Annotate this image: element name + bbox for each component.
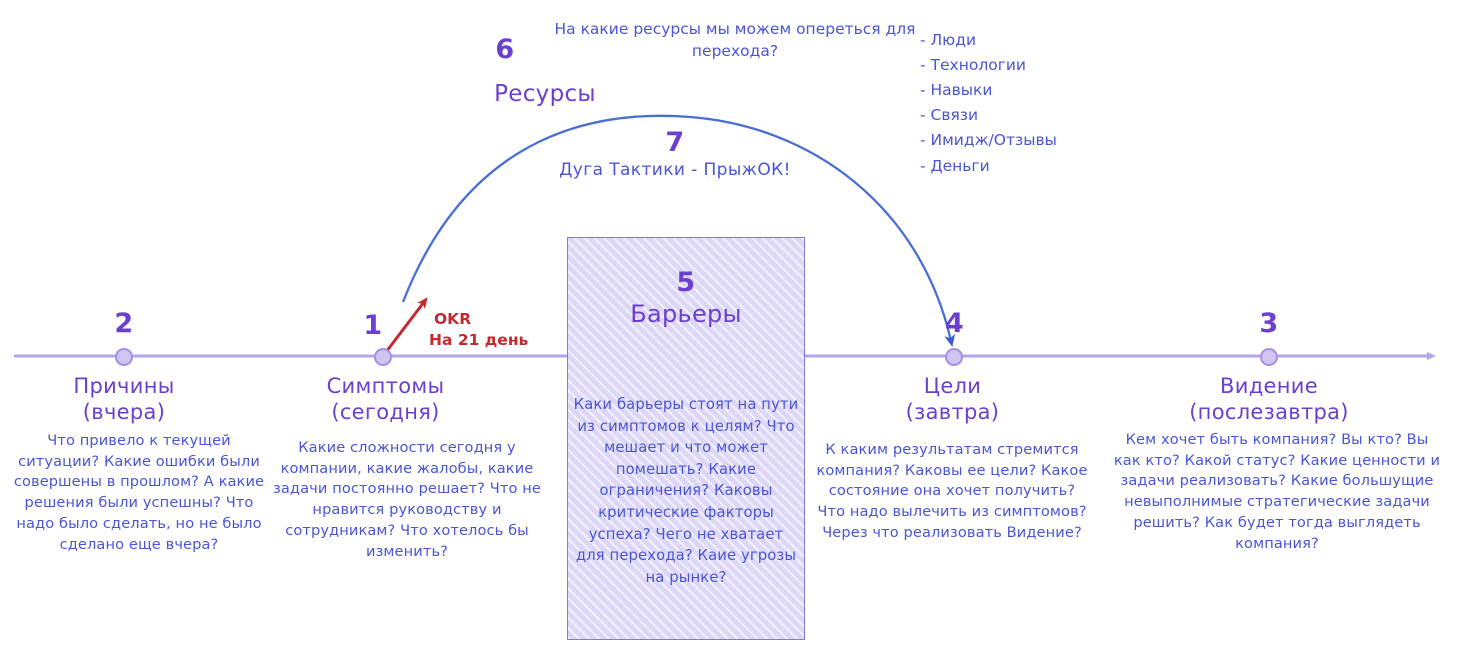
node-number-prichiny: 2: [114, 308, 134, 339]
node-number-celi: 4: [944, 308, 965, 339]
node-title-celi: Цели (завтра): [855, 374, 1050, 425]
okr-annotation: OKR На 21 день: [429, 309, 528, 351]
arc-number: 7: [665, 127, 685, 158]
node-title-text: Видение: [1220, 374, 1318, 398]
node-subtitle-text: (сегодня): [331, 399, 440, 424]
node-subtitle-text: (послезавтра): [1189, 399, 1349, 424]
node-title-prichiny: Причины (вчера): [14, 374, 234, 425]
barriers-number: 5: [676, 267, 696, 298]
node-title-text: Причины: [73, 374, 175, 398]
timeline-dot-videnie: [1260, 348, 1278, 366]
node-subtitle-text: (завтра): [905, 399, 1000, 424]
node-title-videnie: Видение (послезавтра): [1159, 374, 1379, 425]
resources-list: - Люди - Технологии - Навыки - Связи - И…: [920, 28, 1150, 179]
node-body-prichiny: Что привело к текущей ситуации? Какие ош…: [13, 432, 265, 553]
barriers-title: Барьеры: [630, 300, 742, 328]
timeline-dot-simptomy: [374, 348, 392, 366]
node-subtitle-text: (вчера): [82, 399, 166, 424]
node-body-videnie: Кем хочет быть компания? Вы кто? Вы как …: [1113, 431, 1441, 552]
list-item: - Деньги: [920, 156, 990, 175]
node-body-celi: К каким результатам стремится компания? …: [816, 441, 1088, 541]
node-body-simptomy: Какие сложности сегодня у компании, каки…: [273, 439, 541, 560]
list-item: - Люди: [920, 31, 977, 49]
node-title-simptomy: Симптомы (сегодня): [278, 374, 493, 425]
barriers-box[interactable]: 5 Барьеры Каки барьеры стоят на пути из …: [567, 237, 805, 640]
resources-question: На какие ресурсы мы можем опереться для …: [554, 20, 916, 61]
list-item: - Технологии: [920, 56, 1026, 75]
barriers-body: Каки барьеры стоят на пути из симптомов …: [573, 396, 799, 586]
node-title-text: Симптомы: [326, 374, 445, 398]
okr-line-2: На 21 день: [429, 330, 529, 349]
list-item: - Имидж/Отзывы: [920, 131, 1057, 150]
node-title-text: Цели: [923, 374, 982, 398]
okr-arrow: [381, 297, 428, 357]
resources-number: 6: [495, 34, 515, 65]
resources-title: Ресурсы: [494, 81, 596, 107]
list-item: - Связи: [920, 106, 979, 125]
list-item: - Навыки: [920, 81, 993, 100]
timeline-dot-celi: [945, 348, 963, 366]
node-number-videnie: 3: [1259, 308, 1279, 339]
arc-label: Дуга Тактики - ПрыжОК!: [559, 160, 791, 180]
tactic-arc: [401, 114, 956, 347]
node-number-simptomy: 1: [363, 310, 383, 341]
timeline-dot-prichiny: [115, 348, 133, 366]
okr-line-1: OKR: [434, 310, 472, 328]
